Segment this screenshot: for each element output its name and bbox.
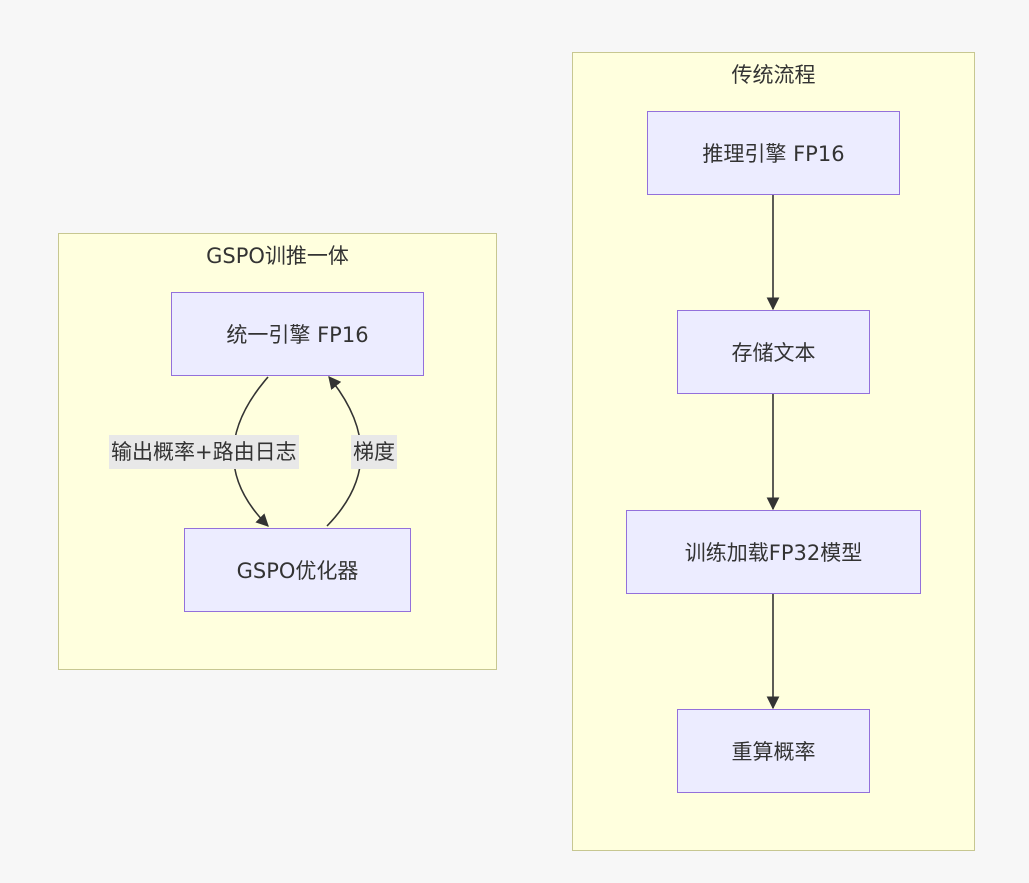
edge-label-gradient: 梯度 xyxy=(351,435,397,469)
node-inference-engine[interactable]: 推理引擎 FP16 xyxy=(647,111,900,195)
node-store-text[interactable]: 存储文本 xyxy=(677,310,870,394)
cluster-traditional-title: 传统流程 xyxy=(731,63,816,87)
node-train-load-fp32[interactable]: 训练加载FP32模型 xyxy=(626,510,921,594)
edge-label-forward: 输出概率+路由日志 xyxy=(109,435,299,469)
node-unified-engine[interactable]: 统一引擎 FP16 xyxy=(171,292,424,376)
node-gspo-optimizer[interactable]: GSPO优化器 xyxy=(184,528,411,612)
node-recompute-prob[interactable]: 重算概率 xyxy=(677,709,870,793)
cluster-gspo-title: GSPO训推一体 xyxy=(206,244,349,268)
